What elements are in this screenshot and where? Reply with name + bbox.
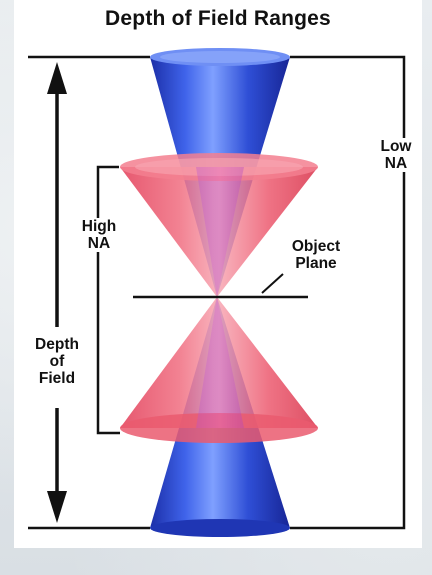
depth-of-field-label-line1: Depth [35,336,79,353]
depth-of-field-label-line2: of [49,353,65,370]
figure-title: Depth of Field Ranges [105,7,331,30]
object-plane-label-line2: Plane [295,255,337,272]
high-na-cone-bottom [120,297,318,443]
object-plane-label-line1: Object [291,238,341,255]
object-plane-leader [261,273,284,294]
high-na-label-line1: High [81,218,117,235]
low-na-label: Low NA [372,138,420,172]
depth-of-field-label-line3: Field [38,370,76,387]
low-na-label-line2: NA [384,155,408,172]
depth-of-field-arrow [28,55,150,530]
high-na-cone-top [120,153,318,297]
high-na-label-line2: NA [87,235,111,252]
high-na-bracket [96,165,120,435]
low-na-bracket [290,55,406,530]
object-plane-label: Object Plane [283,238,349,272]
low-na-label-line1: Low [380,138,412,155]
depth-of-field-label: Depth of Field [22,336,92,387]
high-na-label: High NA [74,218,124,252]
